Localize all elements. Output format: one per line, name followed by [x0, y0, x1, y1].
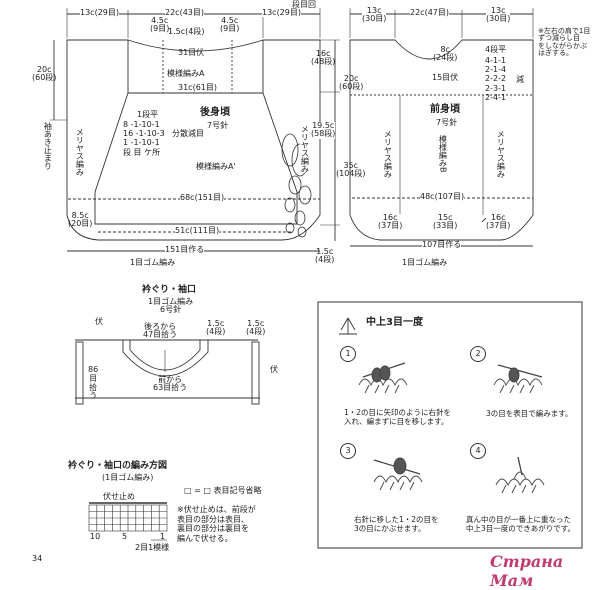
back-bind-off: 31目伏 [178, 48, 205, 57]
front-needle: 7号針 [436, 118, 458, 127]
back-decrease-note: 分散減目 [172, 129, 204, 138]
chart-tick-10: 10 [90, 532, 101, 541]
collar-title: 衿ぐり・袖口 [142, 285, 197, 295]
technique-box [317, 301, 583, 549]
chart-note: ※伏せ止めは、前段が 表目の部分は表目、 裏目の部分は裏目を 編んで伏せる。 [177, 505, 256, 543]
step-3-illustration [373, 457, 423, 491]
front-bind-off: 15目伏 [432, 73, 459, 82]
back-top-left-measure: 13c(29目) [80, 8, 119, 18]
collar-bind-off-right: 伏 [270, 365, 278, 374]
collar-diagram [75, 339, 260, 405]
site-watermark: Страна Мам [490, 552, 564, 590]
step-3-text: 右針に移した1・2の目を 3の目にかぶせます。 [354, 515, 439, 534]
front-decrease-note: 減 [516, 75, 524, 84]
front-decrease-title: 4段平 [485, 45, 507, 54]
chart-repeat: 2目1模様 [135, 543, 170, 552]
back-decrease-rows: 8 -1-10-1 16 -1-10-3 1 -1-10-1 段 目 ケ所 [123, 120, 165, 157]
technique-title: 中上3目一度 [366, 317, 423, 328]
step-2-text: 3の目を表目で編みます。 [486, 409, 573, 418]
knitting-pattern-page: 13c(29目) 22c(43目) 13c(29目) 段目回 4.5c (9目)… [32, 0, 591, 590]
front-title: 前身頃 [430, 104, 460, 115]
collar-depth-left: 1.5c (4段) [206, 319, 226, 337]
collar-subtitle: 1目ゴム編み 6号針 [148, 297, 194, 315]
back-right-20: 20c (60段) [339, 74, 364, 92]
back-top-middle-measure: 22c(43目) [165, 8, 204, 18]
front-stockinette-left: メリヤス編み [383, 130, 393, 178]
back-needle: 7号針 [207, 121, 229, 130]
back-pattern-a2: 模様編みA' [196, 162, 236, 171]
back-cast-on: 151目作る [165, 245, 205, 255]
chart-title: 衿ぐり・袖口の編み方図 [68, 461, 168, 471]
front-rib: 1目ゴム編み [402, 258, 448, 267]
front-cast-on: 107目作る [422, 240, 462, 250]
front-neck-8: 8c (24段) [433, 45, 458, 63]
back-bottom-15: 1.5c (4段) [315, 247, 335, 265]
front-hem-mid: 15c (33目) [433, 213, 458, 231]
back-stockinette-left: メリヤス編み [75, 128, 85, 176]
back-right-35: 35c (104段) [336, 161, 366, 179]
chart-subtitle: (1目ゴム編み) [102, 473, 154, 482]
step-1-number: 1 [340, 346, 356, 362]
front-hem-left: 16c (37目) [378, 213, 403, 231]
back-rib: 1目ゴム編み [130, 258, 176, 267]
step-4-text: 真ん中の目が一番上に重なった 中上3目一度のできあがりです。 [466, 515, 576, 534]
step-2-number: 2 [470, 346, 486, 362]
back-opening: 袖あき止まり [43, 122, 53, 170]
back-neck-left-measure: 4.5c (9目) [150, 16, 170, 34]
front-shoulder-note: ※左右の肩で1目 ずつ減らし目 をしながらかぶ はぎする。 [538, 27, 591, 58]
back-width-51: 51c(111目) [175, 226, 220, 236]
page-number: 34 [32, 554, 43, 563]
back-neck-depth: 1.5c(4段) [168, 27, 205, 36]
back-decrease-title: 1段平 [137, 110, 159, 119]
back-right-195: 19.5c (58段) [311, 121, 336, 139]
collar-depth-right: 1.5c (4段) [246, 319, 266, 337]
front-pattern-b: 模様編みB [438, 135, 448, 173]
front-top-middle-measure: 22c(47目) [410, 8, 449, 18]
back-hem-85: 8.5c (20目) [68, 211, 93, 229]
back-side-rows: 段目回 [292, 0, 316, 9]
chart-legend: □ = □ 表目記号省略 [184, 486, 262, 495]
back-stockinette-right: メリヤス編み [300, 125, 310, 173]
collar-bind-off-left: 伏 [95, 317, 103, 326]
front-width-48: 48c(107目) [420, 192, 465, 202]
chart-tick-1: 1 [160, 532, 166, 541]
back-pattern-a: 模様編みA [167, 69, 205, 78]
back-width-68: 68c(151目) [180, 193, 225, 203]
step-3-number: 3 [340, 443, 356, 459]
step-4-illustration [495, 456, 545, 494]
collar-back-pickup: 後ろから 47目拾う [143, 322, 178, 340]
chart-bind-label: 伏せ止め [103, 492, 135, 501]
front-top-right-measure: 13c (30目) [486, 6, 511, 24]
step-1-illustration [358, 362, 408, 394]
front-hem-right: 16c (37目) [486, 213, 511, 231]
back-title: 後身頃 [200, 107, 230, 118]
front-top-left-measure: 13c (30目) [362, 6, 387, 24]
back-width-31: 31c(61目) [178, 83, 217, 93]
front-decrease-rows: 4-1-1 2-1-4 2-2-2 2-3-1 2-4-1 [485, 56, 507, 102]
back-left-20: 20c (60段) [32, 65, 57, 83]
collar-sleeve-pickup: 86 目 拾 う [88, 365, 99, 401]
back-right-16: 16c (48段) [311, 49, 336, 67]
stitch-chart-grid [88, 502, 168, 541]
chart-tick-5: 5 [122, 532, 128, 541]
front-stockinette-right: メリヤス編み [496, 130, 506, 178]
collar-front-pickup: 前から 63目拾う [153, 375, 188, 393]
step-2-illustration [493, 364, 543, 394]
back-neck-right-measure: 4.5c (9目) [220, 16, 240, 34]
back-top-right-measure: 13c(29目) [262, 8, 301, 18]
step-1-text: 1・2の目に矢印のように右針を 入れ、編まずに目を移します。 [344, 408, 452, 427]
step-4-number: 4 [470, 443, 486, 459]
